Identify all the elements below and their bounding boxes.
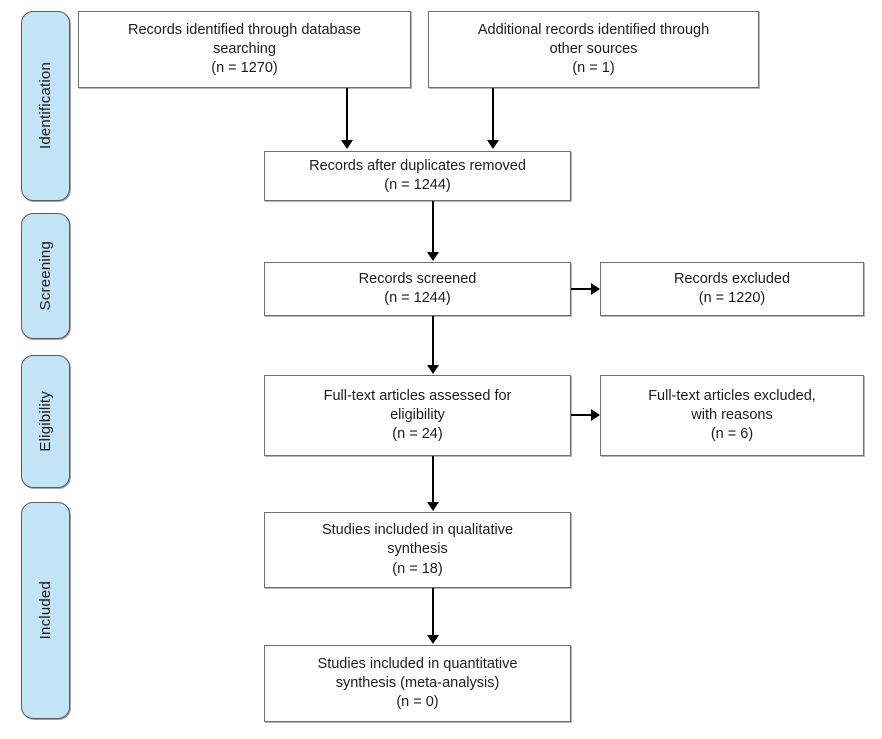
- box-database-search: Records identified through database sear…: [78, 11, 411, 88]
- box-records-excluded: Records excluded (n = 1220): [600, 262, 864, 316]
- stage-pill-screening: Screening: [21, 213, 70, 339]
- connector-screened-to-fulltext: [432, 316, 434, 365]
- box-other-sources-text: Additional records identified through ot…: [477, 21, 710, 77]
- stage-pill-included: Included: [21, 502, 70, 719]
- arrowhead-fulltext-to-excluded: [591, 409, 600, 421]
- arrowhead-screened-to-fulltext: [427, 365, 439, 374]
- box-fulltext-assessed-text: Full-text articles assessed for eligibil…: [323, 387, 512, 443]
- box-duplicates-removed-text: Records after duplicates removed (n = 12…: [309, 157, 526, 193]
- stage-pill-eligibility: Eligibility: [21, 355, 70, 488]
- connector-fulltext-to-qualitative: [432, 456, 434, 502]
- box-database-search-text: Records identified through database sear…: [128, 21, 361, 77]
- box-duplicates-removed: Records after duplicates removed (n = 12…: [264, 151, 571, 201]
- arrowhead-qualitative-to-quantitative: [427, 635, 439, 644]
- arrowhead-screened-to-excluded: [591, 283, 600, 295]
- box-records-screened: Records screened (n = 1244): [264, 262, 571, 316]
- connector-qualitative-to-quantitative: [432, 588, 434, 635]
- box-fulltext-assessed: Full-text articles assessed for eligibil…: [264, 375, 571, 456]
- connector-other-to-duplicates: [492, 88, 494, 140]
- stage-label-included: Included: [37, 581, 54, 640]
- box-fulltext-excluded: Full-text articles excluded, with reason…: [600, 375, 864, 456]
- stage-label-eligibility: Eligibility: [37, 391, 54, 452]
- connector-screened-to-excluded: [571, 288, 591, 290]
- connector-duplicates-to-screened: [432, 201, 434, 252]
- arrowhead-database-to-duplicates: [341, 140, 353, 149]
- box-quantitative-synthesis-text: Studies included in quantitative synthes…: [317, 655, 518, 711]
- arrowhead-duplicates-to-screened: [427, 252, 439, 261]
- box-qualitative-synthesis-text: Studies included in qualitative synthesi…: [321, 522, 514, 577]
- box-other-sources: Additional records identified through ot…: [428, 11, 759, 88]
- arrowhead-other-to-duplicates: [487, 140, 499, 149]
- stage-label-identification: Identification: [37, 62, 54, 150]
- box-fulltext-excluded-text: Full-text articles excluded, with reason…: [648, 387, 816, 443]
- connector-database-to-duplicates: [346, 88, 348, 140]
- box-qualitative-synthesis: Studies included in qualitative synthesi…: [264, 512, 571, 588]
- box-records-screened-text: Records screened (n = 1244): [358, 270, 477, 306]
- box-quantitative-synthesis: Studies included in quantitative synthes…: [264, 645, 571, 722]
- arrowhead-fulltext-to-qualitative: [427, 502, 439, 511]
- box-records-excluded-text: Records excluded (n = 1220): [673, 270, 791, 306]
- stage-label-screening: Screening: [37, 241, 54, 311]
- connector-fulltext-to-excluded: [571, 414, 591, 416]
- stage-pill-identification: Identification: [21, 11, 70, 201]
